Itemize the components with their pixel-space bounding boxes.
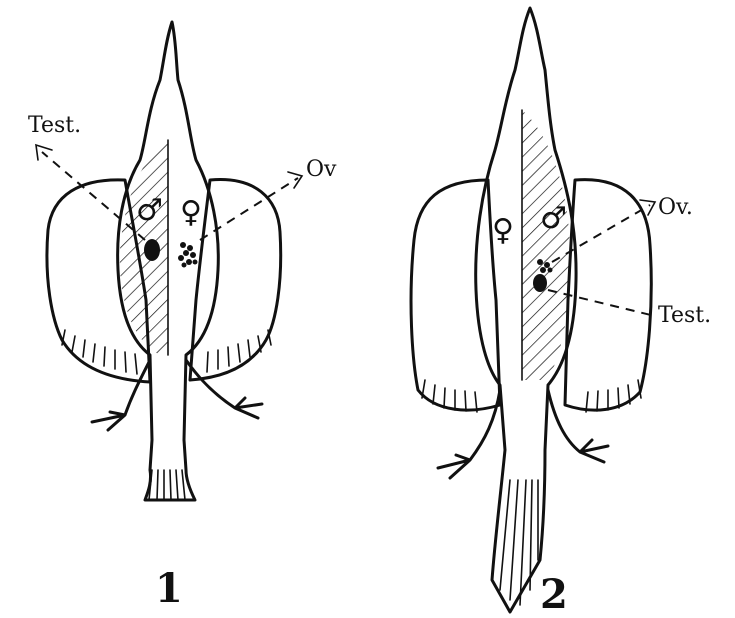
- fig1-testis: [144, 239, 160, 261]
- figure-1-bird: ♂ ♀ Test. Ov 1: [28, 22, 337, 612]
- fig1-male-symbol: ♂: [136, 193, 163, 228]
- fig1-ov-label: Ov: [306, 157, 337, 182]
- fig1-test-label: Test.: [28, 113, 81, 138]
- fig2-female-symbol: ♀: [492, 213, 514, 248]
- fig2-tail: [500, 480, 538, 605]
- fig1-number: 1: [155, 565, 183, 612]
- fig1-tail: [149, 470, 185, 500]
- fig2-male-symbol: ♂: [540, 201, 567, 236]
- fig2-ov-label: Ov.: [658, 195, 693, 220]
- fig2-right-wing: [565, 180, 651, 411]
- fig1-ovary: [178, 242, 198, 268]
- fig2-left-leg: [438, 390, 500, 478]
- fig1-right-leg: [186, 360, 262, 418]
- fig2-number: 2: [540, 571, 568, 618]
- fig1-female-symbol: ♀: [180, 195, 202, 230]
- fig2-male-half-hatching: [522, 110, 570, 380]
- fig1-right-wing: [190, 180, 281, 380]
- figure-2-bird: ♀ ♂ Ov. Test. 2: [411, 8, 711, 618]
- fig2-test-label: Test.: [658, 303, 711, 328]
- fig2-testis: [533, 274, 547, 292]
- fig1-left-wing-feathers: [62, 330, 137, 374]
- fig2-right-leg: [548, 390, 608, 462]
- fig2-left-wing: [411, 180, 500, 410]
- fig1-test-pointer: [42, 152, 145, 240]
